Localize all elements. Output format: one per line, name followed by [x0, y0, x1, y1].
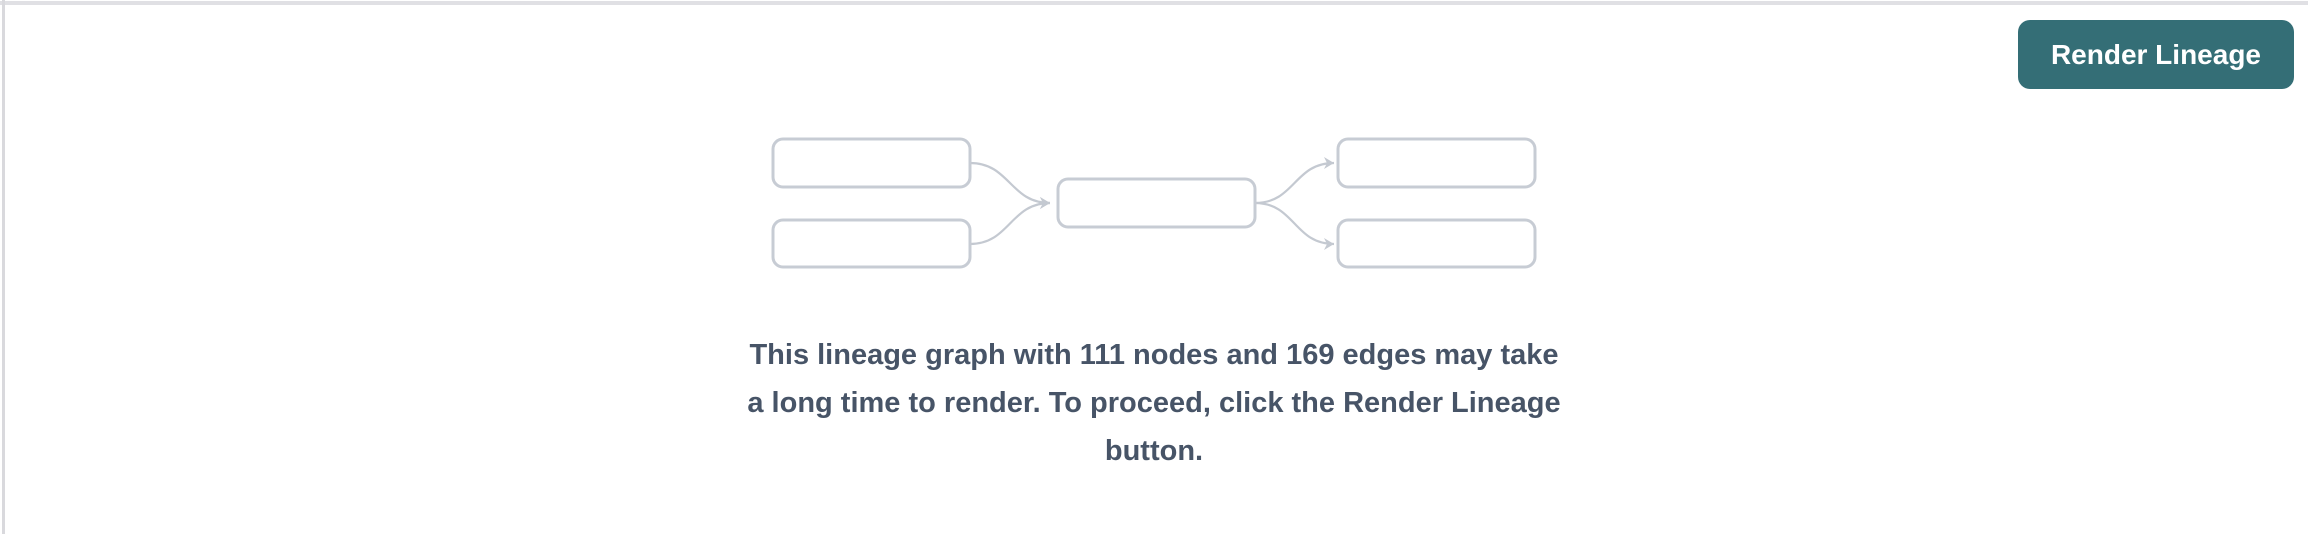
- empty-state-message-line-2: a long time to render. To proceed, click…: [747, 387, 1561, 419]
- empty-state-message-line-3: button.: [1104, 435, 1204, 467]
- edge-upstream-node-2-to-center-node: [969, 201, 1051, 246]
- lineage-placeholder-svg: [771, 137, 1537, 269]
- edge-center-node-to-downstream-node-1: [1254, 161, 1335, 205]
- arrowhead-icon: [1324, 157, 1334, 169]
- center-node: [1056, 177, 1257, 229]
- edge-center-node-to-downstream-node-2: [1254, 201, 1335, 246]
- lineage-placeholder-diagram: [765, 132, 1555, 272]
- arrowhead-icon: [1040, 197, 1050, 209]
- empty-state-message: This lineage graph with 111 nodes and 16…: [654, 331, 1654, 475]
- top-divider: [0, 1, 2308, 5]
- edge-upstream-node-1-to-center-node: [969, 161, 1051, 205]
- left-panel-divider: [2, 0, 5, 534]
- downstream-node-2: [1336, 218, 1537, 269]
- empty-state-message-line-1: This lineage graph with 111 nodes and 16…: [749, 339, 1559, 371]
- arrowhead-icon: [1324, 238, 1334, 250]
- upstream-node-1: [771, 137, 972, 189]
- downstream-node-1: [1336, 137, 1537, 189]
- render-lineage-button[interactable]: Render Lineage: [2017, 20, 2294, 89]
- upstream-node-2: [771, 218, 972, 269]
